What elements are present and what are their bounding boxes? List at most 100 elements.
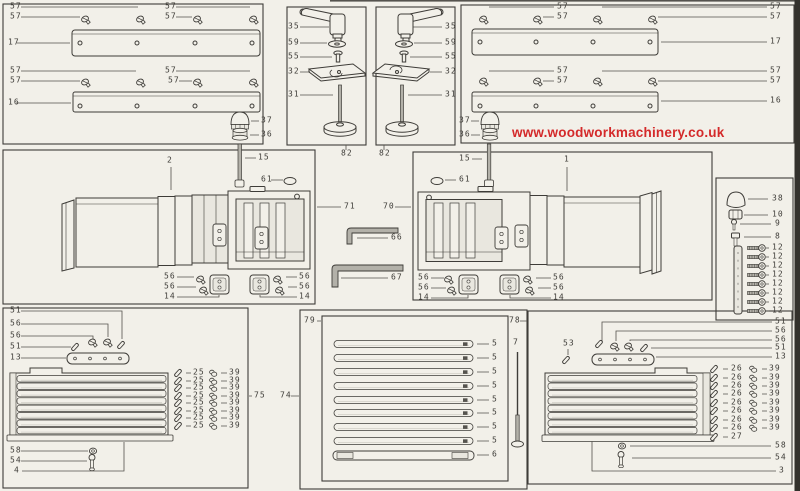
part-label: 5 <box>492 338 498 348</box>
part-label: 56 <box>418 272 430 282</box>
part-label: 39 <box>769 372 781 382</box>
part-label: 67 <box>391 272 403 282</box>
part-label: 51 <box>775 342 787 352</box>
part-label: 32 <box>288 66 300 76</box>
part-label: 12 <box>772 260 784 270</box>
scan-edge-top <box>330 0 800 2</box>
part-label: 14 <box>418 292 430 302</box>
frame-top-right <box>460 4 795 144</box>
louvre-panel-right <box>541 367 715 442</box>
part-label: 57 <box>557 75 569 85</box>
part-label: 3 <box>779 465 785 475</box>
clamp-knob-left <box>230 111 297 188</box>
nuts-39-right <box>749 365 758 432</box>
frame-carriage-left <box>2 149 316 305</box>
nuts-39-left <box>209 369 218 430</box>
part-label: 57 <box>10 65 22 75</box>
part-label: 57 <box>10 1 22 11</box>
part-label: 57 <box>165 65 177 75</box>
part-label: 15 <box>258 152 270 162</box>
frame-hardware-column <box>715 177 794 321</box>
part-label: 26 <box>731 380 743 390</box>
part-label: 31 <box>288 89 300 99</box>
part-label: 71 <box>344 201 356 211</box>
part-label: 51 <box>10 305 22 315</box>
part-label: 32 <box>445 66 457 76</box>
part-label: 39 <box>229 405 241 415</box>
part-label: 57 <box>557 11 569 21</box>
part-label: 51 <box>775 316 787 326</box>
part-label: 39 <box>769 422 781 432</box>
pins-26-27 <box>709 364 719 442</box>
part-label: 51 <box>10 341 22 351</box>
part-label: 25 <box>193 367 205 377</box>
part-label: 26 <box>731 405 743 415</box>
part-label: 61 <box>459 174 471 184</box>
part-label: 35 <box>288 21 300 31</box>
frame-carriage-right <box>412 151 713 301</box>
frame-bottom-right <box>527 310 793 485</box>
part-label: 82 <box>341 148 353 158</box>
part-label: 26 <box>731 414 743 424</box>
hardware-column <box>726 191 746 315</box>
part-label: 5 <box>492 407 498 417</box>
part-label: 5 <box>492 366 498 376</box>
part-label: 6 <box>492 449 498 459</box>
part-label: 35 <box>445 21 457 31</box>
part-label: 14 <box>299 291 311 301</box>
part-label: 39 <box>229 375 241 385</box>
louvre-panel-left <box>6 367 174 442</box>
part-label: 36 <box>261 129 273 139</box>
frame-top-left <box>2 3 264 145</box>
part-label: 2 <box>167 155 173 165</box>
rod-7 <box>511 352 524 448</box>
part-label: 39 <box>769 380 781 390</box>
frame-bottom-middle <box>299 309 528 490</box>
carriage-right-hardware <box>443 274 535 296</box>
panel-left-fixings <box>88 447 98 472</box>
part-label: 16 <box>8 97 20 107</box>
part-label: 39 <box>769 414 781 424</box>
part-label: 56 <box>10 318 22 328</box>
part-label: 5 <box>492 421 498 431</box>
part-label: 12 <box>772 242 784 252</box>
part-label: 26 <box>731 372 743 382</box>
bolts-12 <box>747 244 766 315</box>
part-label: 25 <box>193 412 205 422</box>
part-label: 39 <box>229 367 241 377</box>
part-label: 56 <box>164 271 176 281</box>
part-label: 15 <box>459 153 471 163</box>
part-label: 9 <box>775 218 781 228</box>
part-label: 25 <box>193 375 205 385</box>
part-label: 57 <box>10 75 22 85</box>
part-label: 25 <box>193 420 205 430</box>
part-label: 59 <box>445 37 457 47</box>
part-label: 57 <box>165 11 177 21</box>
part-label: 59 <box>288 37 300 47</box>
part-label: 31 <box>445 89 457 99</box>
part-label: 61 <box>261 174 273 184</box>
part-label: 12 <box>772 269 784 279</box>
part-label: 56 <box>553 282 565 292</box>
part-label: 70 <box>383 201 395 211</box>
carriage-left-hardware <box>195 274 285 296</box>
part-label: 5 <box>492 394 498 404</box>
part-label: 57 <box>770 65 782 75</box>
part-label: 56 <box>299 271 311 281</box>
part-label: 39 <box>229 382 241 392</box>
slat-stack <box>332 340 475 461</box>
part-label: 25 <box>193 405 205 415</box>
part-label: 10 <box>772 209 784 219</box>
part-label: 5 <box>492 352 498 362</box>
part-label: 75 <box>254 390 266 400</box>
part-label: 14 <box>553 292 565 302</box>
part-label: 56 <box>10 330 22 340</box>
part-label: 5 <box>492 380 498 390</box>
part-label: 39 <box>229 420 241 430</box>
frame-lever-kit-left <box>286 6 367 146</box>
part-label: 54 <box>775 452 787 462</box>
hinge-bar-left <box>66 337 130 365</box>
frame-bottom-left <box>2 307 249 489</box>
part-label: 26 <box>731 422 743 432</box>
